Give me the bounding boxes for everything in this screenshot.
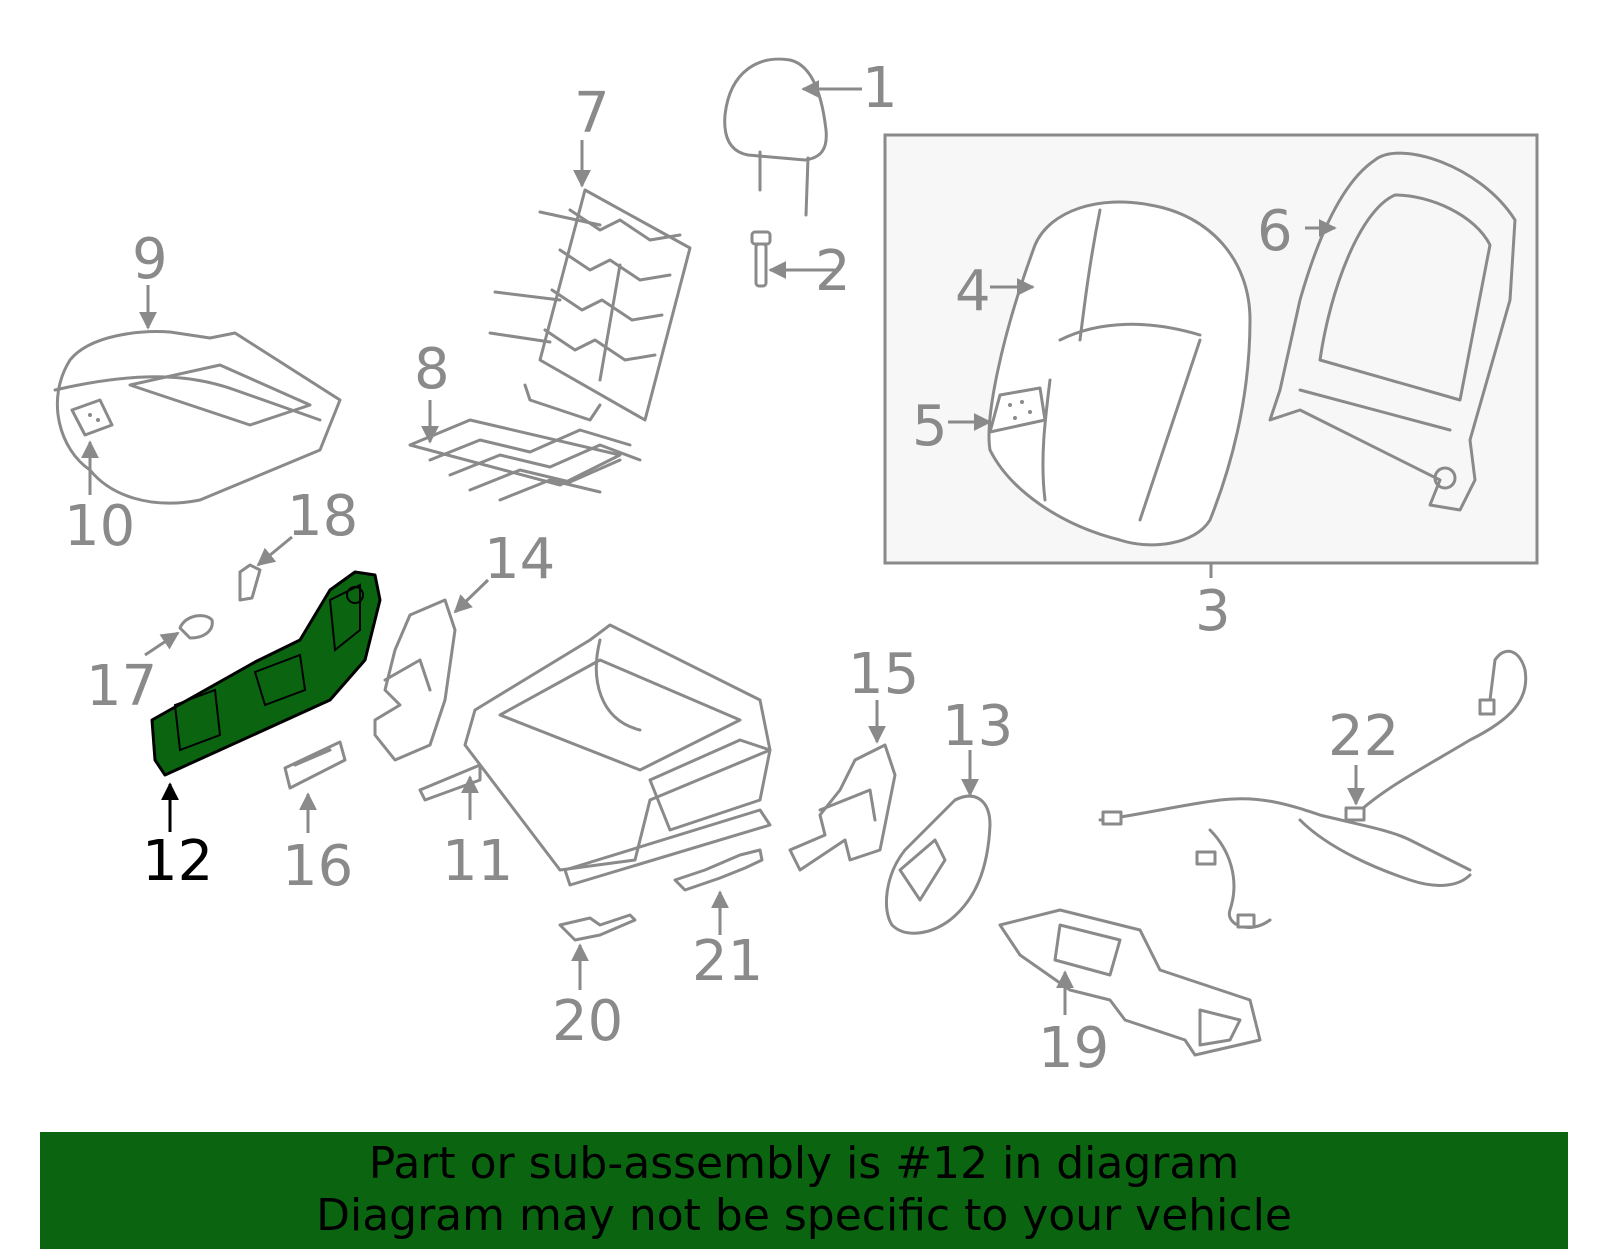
part-21-cover[interactable]: [673, 848, 764, 935]
callout-7: 7: [574, 81, 610, 146]
part-8-cushion-spring[interactable]: [408, 383, 642, 502]
callout-21: 21: [692, 929, 763, 994]
callout-10: 10: [64, 494, 135, 559]
callout-2: 2: [815, 239, 851, 304]
part-2-guide[interactable]: [750, 230, 835, 288]
callout-5: 5: [912, 394, 948, 459]
callout-20: 20: [552, 989, 623, 1054]
banner-line-1: Part or sub-assembly is #12 in diagram: [368, 1138, 1240, 1189]
banner-line-2: Diagram may not be specific to your vehi…: [316, 1190, 1292, 1241]
callout-4: 4: [955, 259, 991, 324]
callout-15: 15: [848, 642, 919, 707]
part-20-cover[interactable]: [558, 913, 637, 990]
callout-6: 6: [1257, 199, 1293, 264]
part-13-side-cover[interactable]: [884, 750, 992, 935]
callout-9: 9: [132, 227, 168, 292]
callout-18: 18: [287, 484, 358, 549]
part-info-banner: Part or sub-assembly is #12 in diagram D…: [40, 1132, 1568, 1249]
callout-8: 8: [414, 337, 450, 402]
part-15-recliner-inner[interactable]: [788, 700, 897, 872]
part-5-heater-pad[interactable]: [948, 386, 1047, 434]
callout-1: 1: [862, 56, 898, 121]
part-1-headrest[interactable]: [723, 57, 862, 217]
callout-12: 12: [142, 829, 213, 894]
part-12-side-shield[interactable]: [150, 570, 382, 832]
part-18-knob[interactable]: [238, 535, 293, 602]
callout-11: 11: [442, 829, 513, 894]
callout-16: 16: [282, 834, 353, 899]
callout-19: 19: [1038, 1016, 1109, 1081]
callout-17: 17: [86, 654, 157, 719]
callout-3: 3: [1195, 579, 1231, 644]
part-19-bracket[interactable]: [998, 908, 1262, 1057]
part-17-knob[interactable]: [144, 614, 214, 657]
callout-14: 14: [484, 527, 555, 592]
callout-13: 13: [942, 694, 1013, 759]
part-4-seatback-cover[interactable]: [987, 200, 1252, 547]
part-11-seat-frame[interactable]: [418, 623, 772, 887]
part-16-switch[interactable]: [283, 740, 347, 833]
part-10-heater-pad[interactable]: [70, 398, 114, 495]
part-6-seatback-frame[interactable]: [1268, 151, 1517, 512]
part-22-wiring-harness[interactable]: [1098, 649, 1528, 929]
callout-22: 22: [1328, 704, 1399, 769]
part-7-back-spring[interactable]: [488, 140, 692, 422]
part-9-cushion-pad[interactable]: [53, 285, 342, 505]
part-14-recliner[interactable]: [373, 578, 490, 762]
